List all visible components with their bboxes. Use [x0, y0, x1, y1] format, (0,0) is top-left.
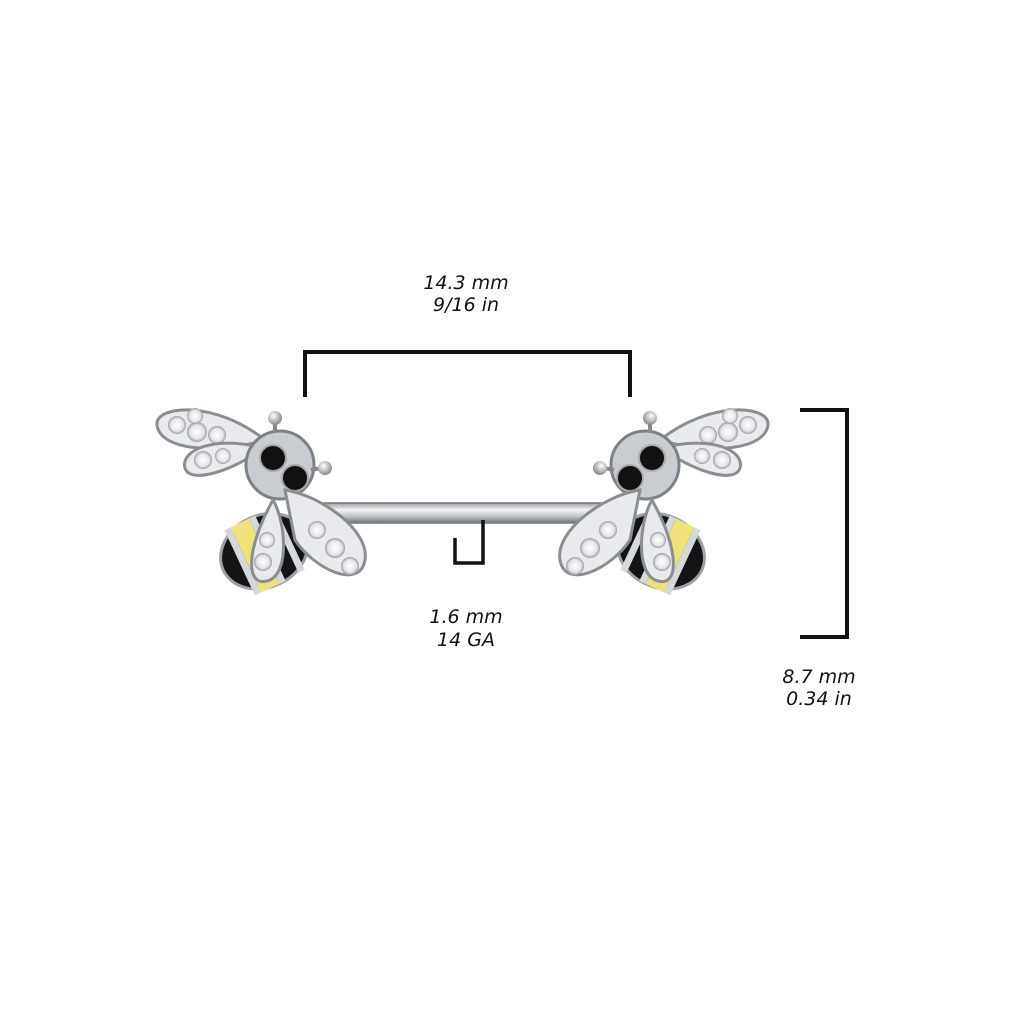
length-in-label: 9/16 in [432, 294, 500, 316]
height-mm-label: 8.7 mm [782, 666, 856, 688]
height-bracket [800, 408, 849, 639]
length-bracket [303, 350, 632, 397]
gauge-ga-label: 14 GA [437, 629, 495, 651]
length-mm-label: 14.3 mm [423, 272, 509, 294]
gauge-bracket [453, 520, 485, 565]
gauge-mm-label: 1.6 mm [429, 606, 503, 628]
height-in-label: 0.34 in [786, 688, 852, 710]
